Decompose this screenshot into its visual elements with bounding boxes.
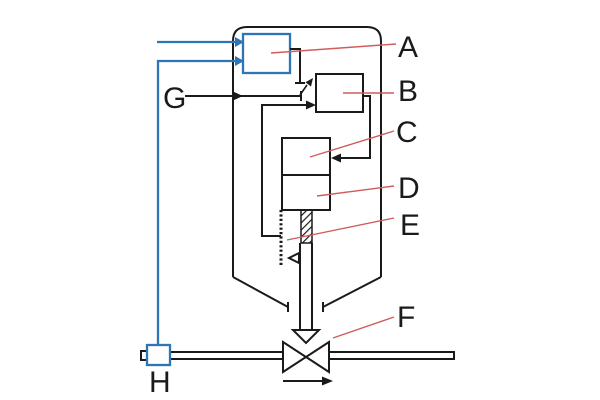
pipe-left xyxy=(170,351,283,360)
leader-e xyxy=(286,217,395,241)
label-g: G xyxy=(163,82,186,115)
flow-arrowhead xyxy=(322,376,333,386)
yoke-funnel-left xyxy=(232,276,289,312)
valve-stem xyxy=(299,243,313,330)
a-output-line xyxy=(290,48,305,84)
stem-arrowhead xyxy=(290,329,322,345)
travel-pointer xyxy=(286,251,300,265)
leader-d xyxy=(316,185,395,197)
g-input-arrow xyxy=(233,91,243,101)
label-f: F xyxy=(397,301,415,334)
label-a: A xyxy=(398,31,418,64)
actuator-box-c xyxy=(281,137,331,176)
label-c: C xyxy=(396,116,418,149)
leader-a xyxy=(270,43,397,54)
label-b: B xyxy=(398,75,418,108)
signal-line-from-h xyxy=(156,59,235,345)
switch-blade xyxy=(299,84,308,96)
valve-body-right xyxy=(304,340,330,374)
label-h: H xyxy=(149,366,171,399)
valve-body-left xyxy=(282,340,308,374)
label-e: E xyxy=(400,209,420,242)
yoke-funnel-right xyxy=(322,276,382,312)
controller-box-a xyxy=(241,32,292,75)
pipe-right xyxy=(329,351,455,360)
signal-input-arrow-top xyxy=(235,37,244,47)
feedback-arrow xyxy=(306,100,316,110)
housing-outline xyxy=(232,26,382,277)
actuator-box-d xyxy=(281,174,331,211)
signal-input-arrow-bottom xyxy=(235,56,244,66)
label-d: D xyxy=(398,172,420,205)
b-output-arrow xyxy=(331,153,341,163)
leader-c xyxy=(309,130,395,158)
feedback-line xyxy=(261,104,306,237)
b-output-line xyxy=(341,95,371,159)
sensor-box-h xyxy=(145,343,172,367)
threaded-stem-e xyxy=(300,209,313,244)
switch-arrowhead xyxy=(305,78,313,87)
leader-f xyxy=(332,316,395,339)
